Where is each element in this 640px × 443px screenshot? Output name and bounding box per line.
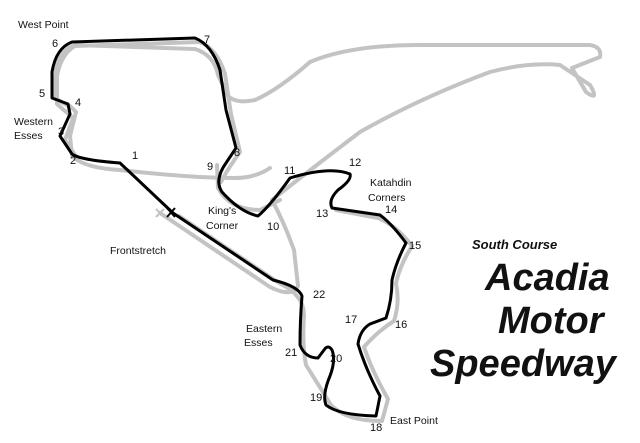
grey-marker-line-b [155, 208, 165, 218]
kings-corner-label-line1: King's [208, 205, 236, 217]
turn-label: 9 [207, 161, 213, 173]
turn-label: 1 [132, 150, 138, 162]
turn-label: 2 [70, 155, 76, 167]
kings-corner-label-line2: Corner [206, 220, 239, 232]
south-loop-shadow-path [177, 208, 414, 423]
western-esses-label-line1: Western [14, 116, 53, 128]
active-course-path [50, 36, 408, 418]
active-course [50, 36, 408, 418]
full-circuit-path [52, 43, 603, 295]
title-block: South Course Acadia Motor Speedway [430, 237, 618, 385]
turn-label: 5 [39, 88, 45, 100]
katahdin-corners-label-line2: Corners [368, 192, 405, 204]
east-point-label: East Point [390, 415, 438, 427]
turn-label: 14 [385, 204, 397, 216]
turn-label: 20 [330, 353, 342, 365]
turn-label: 3 [58, 126, 64, 138]
frontstretch-label: Frontstretch [110, 245, 166, 257]
start-finish-line-b [166, 207, 176, 218]
eastern-esses-label-line2: Esses [244, 337, 273, 349]
place-labels: West Point Western Esses Frontstretch Ki… [14, 19, 438, 427]
title-line-acadia: Acadia [484, 257, 610, 299]
turn-label: 21 [285, 347, 297, 359]
eastern-esses-label-line1: Eastern [246, 323, 282, 335]
turn-label: 19 [310, 392, 322, 404]
turn-label: 7 [204, 34, 210, 46]
turn-label: 12 [349, 157, 361, 169]
course-subtitle: South Course [472, 237, 557, 252]
turn-label: 18 [370, 422, 382, 434]
turn-label: 11 [284, 165, 295, 177]
start-finish-marker [155, 207, 176, 218]
turn-labels: 1 2 3 4 5 6 7 8 9 10 11 12 13 14 15 16 1… [39, 34, 421, 434]
turn-label: 13 [316, 208, 328, 220]
turn-label: 10 [267, 221, 279, 233]
western-esses-label-line2: Esses [14, 130, 43, 142]
title-line-speedway: Speedway [430, 343, 618, 385]
turn-label: 22 [313, 289, 325, 301]
turn-label: 15 [409, 240, 421, 252]
turn-label: 8 [234, 147, 240, 159]
turn-label: 4 [75, 97, 81, 109]
turn-label: 6 [52, 38, 58, 50]
turn-label: 16 [395, 319, 407, 331]
katahdin-corners-label-line1: Katahdin [370, 177, 412, 189]
west-point-label: West Point [18, 19, 69, 31]
title-line-motor: Motor [498, 300, 606, 342]
turn-label: 17 [345, 314, 357, 326]
